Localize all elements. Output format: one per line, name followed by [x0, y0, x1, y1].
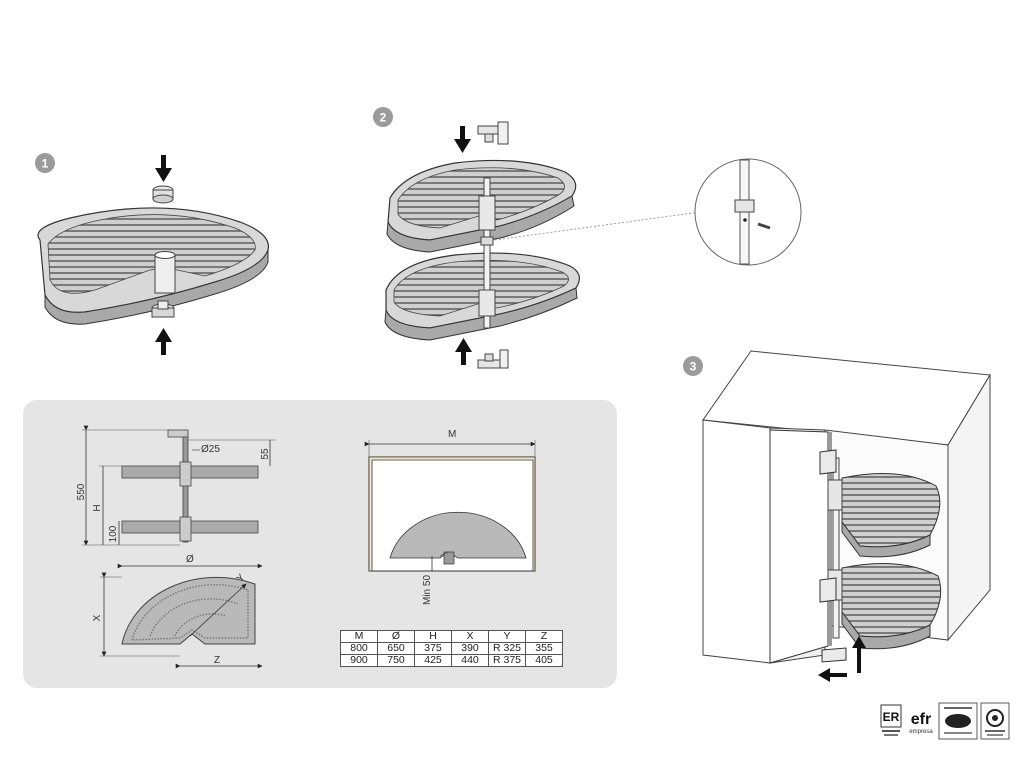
center-post: [154, 251, 176, 294]
dim-min50: Min 50: [422, 575, 433, 605]
spec-table-row: 800 650 375 390 R 325 355: [340, 642, 563, 655]
dim-pole-diameter: Ø25: [201, 444, 220, 455]
er-certification-logo: ER: [880, 704, 902, 736]
spec-table-header-cell: Z: [525, 630, 563, 643]
spec-table-row: 900 750 425 440 R 375 405: [340, 654, 563, 667]
half-moon-tray: [37, 207, 270, 325]
efr-sub: empresa: [909, 729, 933, 735]
industry-badge-logo: [938, 702, 978, 740]
er-mark: ER: [883, 710, 900, 724]
efr-logo: efr empresa: [909, 711, 933, 735]
arrow-down-icon: [454, 126, 471, 153]
spec-table-cell: 650: [377, 642, 415, 655]
spec-table-cell: 355: [525, 642, 563, 655]
shaft: [478, 177, 496, 329]
dim-total-height: 550: [76, 483, 87, 500]
top-bracket: [477, 121, 509, 145]
arrow-down-icon: [155, 155, 172, 182]
step-2-number: 2: [380, 111, 387, 125]
dim-top-offset: 55: [260, 448, 271, 460]
top-view-drawing: [100, 563, 263, 669]
spec-table-cell: 900: [340, 654, 378, 667]
efr-main: efr: [911, 711, 931, 728]
spec-table-cell: 750: [377, 654, 415, 667]
spec-panel: 550 H 100 55 Ø25 Ø X Y Z: [23, 400, 617, 688]
step-2: 2: [373, 107, 802, 369]
detail-magnifier: [694, 158, 802, 266]
dim-x: X: [92, 614, 103, 621]
spec-table-cell: 390: [451, 642, 489, 655]
dim-diameter: Ø: [186, 554, 194, 565]
dim-z: Z: [214, 655, 220, 666]
step-1-number: 1: [42, 157, 49, 171]
spec-table-cell: 800: [340, 642, 378, 655]
spec-table-header-cell: Y: [488, 630, 526, 643]
top-collar: [152, 185, 174, 204]
carousel-trays: [819, 449, 942, 663]
bottom-collar: [151, 300, 175, 318]
spec-table-cell: 440: [451, 654, 489, 667]
spec-table-cell: R 375: [488, 654, 526, 667]
step-1-badge: [35, 153, 55, 173]
spec-table-header-cell: Ø: [377, 630, 415, 643]
arrow-up-icon: [852, 636, 866, 673]
arrow-up-icon: [155, 328, 172, 355]
spec-table-cell: 375: [414, 642, 452, 655]
step-3-badge: [683, 356, 703, 376]
spec-table-cell: 405: [525, 654, 563, 667]
step-3: 3: [683, 350, 991, 682]
spec-table-header-cell: M: [340, 630, 378, 643]
spec-table: M Ø H X Y Z 800 650 375 390 R 325 355 90…: [340, 630, 563, 667]
arrow-left-icon: [818, 668, 847, 682]
spec-table-header-cell: H: [414, 630, 452, 643]
detail-leader-line: [494, 211, 701, 241]
spec-table-header-cell: X: [451, 630, 489, 643]
step-1: 1: [35, 153, 270, 355]
quality-seal-logo: [980, 702, 1010, 740]
spec-table-header: M Ø H X Y Z: [340, 630, 563, 643]
bottom-bracket: [477, 349, 509, 369]
spec-table-cell: 425: [414, 654, 452, 667]
spec-table-cell: R 325: [488, 642, 526, 655]
cabinet-top-view: [364, 440, 536, 572]
dim-h: H: [92, 504, 103, 511]
arrow-up-icon: [455, 338, 472, 365]
dim-bottom-offset: 100: [108, 525, 119, 542]
dim-m: M: [448, 429, 456, 440]
step-3-number: 3: [690, 360, 697, 374]
step-2-badge: [373, 107, 393, 127]
side-view-drawing: [82, 425, 276, 546]
